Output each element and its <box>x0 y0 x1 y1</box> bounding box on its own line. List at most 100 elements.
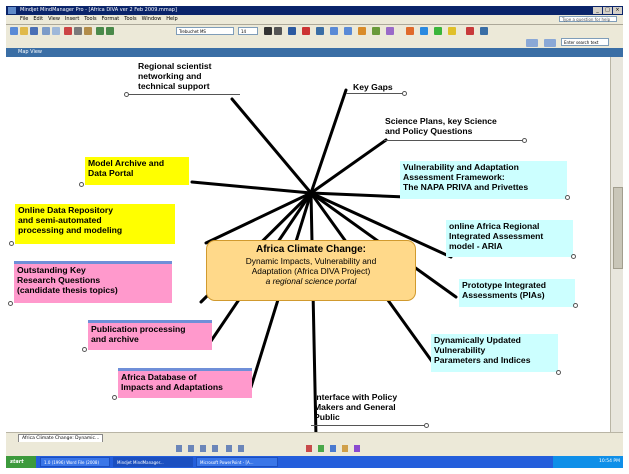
relationship-icon[interactable] <box>372 27 380 35</box>
collapse-knob-icon[interactable] <box>565 195 570 200</box>
collapse-knob-icon[interactable] <box>573 303 578 308</box>
undo-icon[interactable] <box>96 27 104 35</box>
topic-line: Outstanding Key <box>17 265 86 275</box>
vertical-scrollbar[interactable] <box>610 57 623 432</box>
collapse-knob-icon[interactable] <box>9 241 14 246</box>
help-search-input[interactable]: Type a question for help <box>559 16 617 22</box>
marker-purple-icon[interactable] <box>354 445 360 452</box>
collapse-knob-icon[interactable] <box>124 92 129 97</box>
collapse-knob-icon[interactable] <box>571 254 576 259</box>
topic-line: Key Gaps <box>353 82 393 92</box>
paste-icon[interactable] <box>84 27 92 35</box>
insert-subtopic-icon[interactable] <box>344 27 352 35</box>
menu-edit[interactable]: Edit <box>33 16 44 22</box>
topic-line: The NAPA PRIVA and Privettes <box>403 182 529 193</box>
topic-policy-interface[interactable]: Interface with Policy Makers and General… <box>311 391 400 424</box>
menu-insert[interactable]: Insert <box>64 16 80 22</box>
topic-outstanding-questions[interactable]: Outstanding Key Research Questions (cand… <box>14 261 172 303</box>
callout-icon[interactable] <box>358 27 366 35</box>
menu-file[interactable]: File <box>20 16 29 22</box>
save-icon[interactable] <box>30 27 38 35</box>
collapse-knob-icon[interactable] <box>112 395 117 400</box>
topic-publication-processing[interactable]: Publication processing and archive <box>88 320 212 350</box>
menu-window[interactable]: Window <box>141 16 162 22</box>
open-icon[interactable] <box>20 27 28 35</box>
topic-aria-model[interactable]: online Africa Regional Integrated Assess… <box>446 220 573 257</box>
app-icon <box>8 7 16 14</box>
topic-vulnerability-framework[interactable]: Vulnerability and Adaptation Assessment … <box>400 161 567 199</box>
font-name-select[interactable]: Trebuchet MS <box>176 27 234 35</box>
preview-icon[interactable] <box>52 27 60 35</box>
maximize-icon[interactable]: □ <box>603 7 612 14</box>
topic-africa-database[interactable]: Africa Database of Impacts and Adaptatio… <box>118 368 252 398</box>
topic-science-plans[interactable]: Science Plans, key Science and Policy Qu… <box>382 115 500 137</box>
layout-icon[interactable] <box>176 445 182 452</box>
print-icon[interactable] <box>42 27 50 35</box>
menu-tools-2[interactable]: Tools <box>124 16 137 22</box>
menu-view[interactable]: View <box>48 16 60 22</box>
menu-tools[interactable]: Tools <box>84 16 97 22</box>
font-color-icon[interactable] <box>302 27 310 35</box>
marker-green-icon[interactable] <box>318 445 324 452</box>
outline-view-icon[interactable] <box>226 445 232 452</box>
filter-dropdown-icon[interactable] <box>544 39 556 47</box>
marker-blue-icon[interactable] <box>330 445 336 452</box>
menu-format[interactable]: Format <box>101 16 120 22</box>
line-color-icon[interactable] <box>316 27 324 35</box>
insert-topic-icon[interactable] <box>330 27 338 35</box>
fit-map-icon[interactable] <box>212 445 218 452</box>
scrollbar-thumb[interactable] <box>613 187 623 269</box>
central-topic[interactable]: Africa Climate Change: Dynamic Impacts, … <box>206 240 416 301</box>
topic-online-data-repository[interactable]: Online Data Repository and semi-automate… <box>15 204 175 244</box>
task-button[interactable]: Microsoft PowerPoint - [A... <box>196 457 278 467</box>
system-tray-clock[interactable]: 10:54 PM <box>553 456 623 468</box>
map-view-icon[interactable] <box>238 445 244 452</box>
hyperlink-icon[interactable] <box>420 27 428 35</box>
zoom-out-icon[interactable] <box>188 445 194 452</box>
topic-regional-scientist[interactable]: Regional scientist networking and techni… <box>135 60 215 93</box>
topic-underline <box>384 140 524 141</box>
topic-model-archive[interactable]: Model Archive and Data Portal <box>85 157 189 185</box>
task-button-active[interactable]: Mindjet MindManager... <box>113 457 193 467</box>
boundary-icon[interactable] <box>386 27 394 35</box>
new-icon[interactable] <box>10 27 18 35</box>
zoom-in-icon[interactable] <box>200 445 206 452</box>
bold-icon[interactable] <box>264 27 272 35</box>
cut-icon[interactable] <box>64 27 72 35</box>
notes-icon[interactable] <box>448 27 456 35</box>
mind-map-canvas[interactable]: Africa Climate Change: Dynamic Impacts, … <box>6 57 610 432</box>
menu-help[interactable]: Help <box>166 16 178 22</box>
topic-prototype-assessments[interactable]: Prototype Integrated Assessments (PIAs) <box>459 279 575 307</box>
collapse-knob-icon[interactable] <box>556 370 561 375</box>
task-button[interactable]: 1.0 (1996) Word File (2008) <box>40 457 110 467</box>
collapse-knob-icon[interactable] <box>424 423 429 428</box>
font-size-select[interactable]: 14 <box>238 27 258 35</box>
topic-line: Impacts and Adaptations <box>121 382 223 393</box>
collapse-knob-icon[interactable] <box>402 91 407 96</box>
minimize-icon[interactable]: _ <box>593 7 602 14</box>
copy-icon[interactable] <box>74 27 82 35</box>
markers-icon[interactable] <box>406 27 414 35</box>
central-line-2: Dynamic Impacts, Vulnerability and <box>245 256 377 266</box>
map-search-input[interactable]: Enter search text <box>561 38 609 46</box>
collapse-knob-icon[interactable] <box>82 347 87 352</box>
align-icon[interactable] <box>288 27 296 35</box>
topic-key-gaps[interactable]: Key Gaps <box>350 81 396 93</box>
branch-line-regional <box>230 97 313 195</box>
redo-icon[interactable] <box>106 27 114 35</box>
zoom-icon[interactable] <box>466 27 474 35</box>
italic-icon[interactable] <box>274 27 282 35</box>
marker-orange-icon[interactable] <box>342 445 348 452</box>
close-icon[interactable]: × <box>613 7 622 14</box>
start-button[interactable]: start <box>6 456 36 468</box>
collapse-knob-icon[interactable] <box>522 138 527 143</box>
collapse-knob-icon[interactable] <box>8 301 13 306</box>
view-dropdown-icon[interactable] <box>526 39 538 47</box>
filter-icon[interactable] <box>480 27 488 35</box>
topic-dynamic-parameters[interactable]: Dynamically Updated Vulnerability Parame… <box>431 334 558 372</box>
attachment-icon[interactable] <box>434 27 442 35</box>
collapse-knob-icon[interactable] <box>79 182 84 187</box>
marker-red-icon[interactable] <box>306 445 312 452</box>
topic-line: Data Portal <box>88 168 134 179</box>
topic-underline <box>311 425 426 426</box>
